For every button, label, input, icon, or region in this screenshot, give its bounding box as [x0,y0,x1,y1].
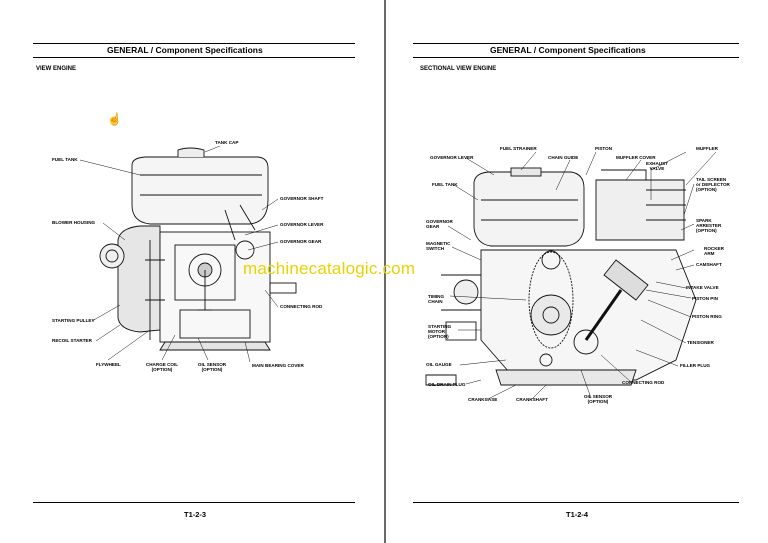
label-connecting-rod: CONNECTING ROD [622,380,665,385]
label-connecting-rod: CONNECTING ROD [280,304,323,309]
right-page: GENERAL / Component Specifications SECTI… [386,0,768,543]
arm-text: ARM [704,251,715,257]
label-starting-motor: STARTING MOTOR (OPTION) [428,324,451,340]
charge-coil-option: (OPTION) [151,367,173,373]
label-oil-sensor: OIL SENSOR (OPTION) [190,362,234,372]
label-piston: PISTON [595,146,613,151]
label-crankcase: CRANKCASE [468,397,498,402]
label-charge-coil: CHARGE COIL (OPTION) [138,362,186,372]
label-tail-screen: TAIL SCREEN or DEFLECTOR (OPTION) [696,177,730,193]
arrester-text: ARRESTER [696,223,722,229]
label-governor-gear: GOVERNOR GEAR [280,239,322,244]
section-title: SECTIONAL VIEW ENGINE [420,66,497,72]
valve-text: VALVE [649,166,665,172]
starting-motor-option: (OPTION) [428,334,449,340]
engine-view-illustration [79,145,297,363]
label-oil-sensor: OIL SENSOR (OPTION) [576,394,620,404]
footer-rule [413,502,739,503]
label-muffler-cover: MUFFLER COVER [616,155,656,160]
oil-sensor-text: OIL SENSOR [583,394,613,399]
label-governor-lever: GOVERNOR LEVER [280,222,324,227]
label-magnetic-switch: MAGNETIC SWITCH [426,241,451,251]
charge-coil-text: CHARGE COIL [145,362,179,367]
label-governor-lever: GOVERNOR LEVER [430,155,474,160]
label-rocker-arm: ROCKER ARM [704,246,724,256]
label-exhaust-valve: EXHAUST VALVE [641,161,673,171]
section-title: VIEW ENGINE [36,66,77,72]
deflector-text: or DEFLECTOR [696,182,730,188]
switch-text: SWITCH [426,246,445,252]
hand-cursor-icon: ☝ [107,112,122,126]
label-spark-arrester: SPARK ARRESTER (OPTION) [696,218,721,234]
gear-text: GEAR [426,224,440,230]
header-rule [33,43,355,44]
left-page: GENERAL / Component Specifications VIEW … [33,43,355,519]
label-main-bearing-cover: MAIN BEARING COVER [252,363,304,368]
label-oil-gauge: OIL GAUGE [426,362,452,367]
label-starting-pulley: STARTING PULLEY [52,318,95,323]
label-tank-cap: TANK CAP [215,140,239,145]
timing-text: TIMING [428,294,445,299]
watermark-text: machinecatalogic.com [243,259,416,278]
label-recoil-starter: RECOIL STARTER [52,338,92,343]
motor-text: MOTOR [428,329,446,335]
header-rule-bottom [33,57,355,58]
label-intake-valve: INTAKE VALVE [686,285,719,290]
label-camshaft: CAMSHAFT [696,262,722,267]
governor-text: GOVERNOR [426,219,453,224]
oil-sensor-text: OIL SENSOR [197,362,227,367]
tail-screen-option: (OPTION) [696,187,717,193]
label-muffler: MUFFLER [696,146,718,151]
spark-arrester-option: (OPTION) [696,228,717,234]
label-chain-guide: CHAIN GUIDE [548,155,579,160]
oil-sensor-option: (OPTION) [587,399,609,405]
label-fuel-tank: FUEL TANK [52,157,78,162]
page-number: T1-2-3 [184,510,207,519]
footer-rule [33,502,355,503]
label-governor-gear: GOVERNOR GEAR [426,219,453,229]
label-fuel-tank: FUEL TANK [432,182,458,187]
tail-screen-text: TAIL SCREEN [696,177,727,182]
header-title: GENERAL / Component Specifications [107,45,263,55]
spark-text: SPARK [696,218,712,223]
page-number: T1-2-4 [566,510,589,519]
starting-text: STARTING [428,324,452,329]
label-timing-chain: TIMING CHAIN [428,294,444,304]
label-tensioner: TENSIONER [687,340,714,345]
label-flywheel: FLYWHEEL [96,362,121,367]
page-divider [384,0,386,543]
label-piston-ring: PISTON RING [692,314,722,319]
header-rule [413,43,739,44]
label-governor-shaft: GOVERNOR SHAFT [280,196,324,201]
magnetic-text: MAGNETIC [426,241,451,246]
header-title: GENERAL / Component Specifications [490,45,646,55]
sectional-engine-illustration [425,151,717,401]
label-crankshaft: CRANKSHAFT [516,397,548,402]
oil-sensor-option: (OPTION) [201,367,223,373]
label-piston-pin: PISTON PIN [692,296,718,301]
exhaust-text: EXHAUST [646,161,668,166]
label-oil-drain-plug: OIL DRAIN PLUG [428,382,466,387]
chain-text: CHAIN [428,299,443,305]
label-fuel-strainer: FUEL STRAINER [500,146,537,151]
header-rule-bottom [413,57,739,58]
rocker-text: ROCKER [704,246,724,251]
label-blower-housing: BLOWER HOUSING [52,220,96,225]
label-filler-plug: FILLER PLUG [680,363,711,368]
